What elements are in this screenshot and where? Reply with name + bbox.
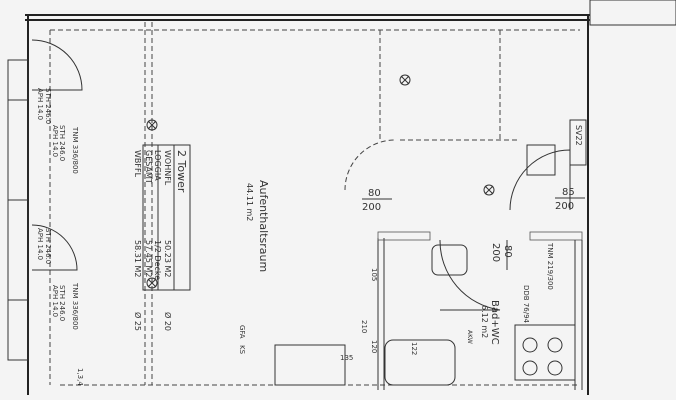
label-dim: 120 [370, 340, 378, 353]
label-dim: 105 [370, 268, 378, 281]
doors [31, 39, 571, 311]
label-gfa: GFA [238, 325, 246, 339]
label-corner: 1,3,4 [76, 368, 84, 386]
label-dim: 135 [340, 354, 353, 362]
ceiling-light-icon [146, 277, 158, 289]
label-akw: AKW [466, 330, 473, 344]
room-name-bath: Bad+WC [489, 300, 500, 345]
info-label: LOGGIA [153, 150, 162, 181]
svg-text:200: 200 [555, 201, 574, 212]
ceiling-light-icon [146, 119, 158, 131]
label-tnm: TNM 336/800 [71, 126, 79, 174]
door-dimension: 85 200 [555, 187, 585, 212]
label-diameter: Ø 20 [163, 312, 173, 331]
info-value: 57.45 M2 [144, 240, 153, 277]
info-value: 50.23 M2 [163, 240, 172, 277]
ceiling-light-icon [399, 74, 411, 86]
bath-fixtures [274, 119, 587, 386]
label-aph: APH 14.0 [51, 125, 59, 157]
label-dim: 210 [360, 320, 368, 333]
apartment-info-table: 2 Tower WOHNFL 50.23 M2 LOGGIA 1/2 Decke… [133, 144, 191, 291]
door-dimension: 80 200 [490, 240, 513, 270]
label-dim: 122 [410, 342, 418, 355]
svg-text:80: 80 [368, 188, 381, 199]
label-aph: APH 14.0 [51, 285, 59, 317]
label-sth: STH 246.0 [44, 88, 52, 124]
label-sth: STH 246.0 [44, 228, 52, 264]
room-name-main: Aufenthaltsraum [257, 180, 270, 272]
apartment-title: 2 Tower [175, 150, 188, 193]
walls [7, 0, 676, 395]
door-dimension: 80 200 [362, 188, 392, 213]
info-value: 58.31 M2 [133, 240, 142, 277]
info-label: WOHNFL [163, 150, 172, 186]
label-ddb: DDB 76/94 [522, 285, 530, 324]
label-ks: KS [238, 345, 246, 355]
label-aph: APH 14.0 [36, 228, 44, 260]
svg-text:85: 85 [562, 187, 575, 198]
label-sv: SV22 [574, 125, 583, 146]
label-sth: STH 246.0 [58, 125, 66, 161]
label-tnm: TNM 219/300 [546, 242, 554, 290]
info-label: WBFFL [133, 150, 142, 178]
room-area-bath: 6.12 m2 [480, 305, 489, 338]
svg-text:200: 200 [362, 202, 381, 213]
label-diameter: Ø 25 [133, 312, 143, 331]
label-aph: APH 14.0 [36, 88, 44, 120]
info-label: GESAMT [144, 150, 153, 184]
svg-text:200: 200 [490, 243, 501, 262]
label-sth: STH 246.0 [58, 285, 66, 321]
ceiling-light-icon [483, 184, 495, 196]
label-tnm: TNM 336/800 [71, 282, 79, 330]
info-value: 1/2 Decke [153, 240, 162, 280]
room-area-main: 44.11 m2 [245, 183, 254, 221]
light-fixtures [146, 74, 495, 289]
